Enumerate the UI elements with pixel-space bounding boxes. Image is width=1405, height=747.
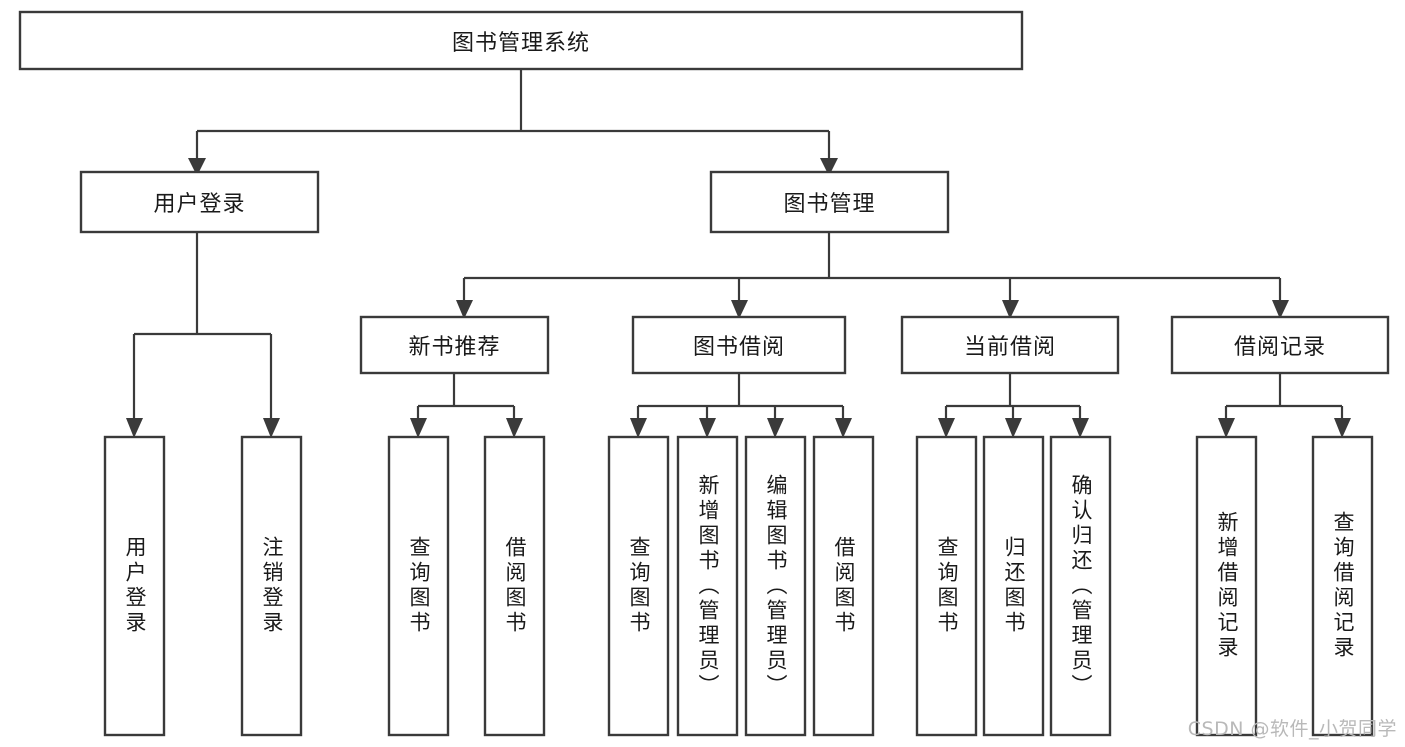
node-box-book-borrow[interactable] bbox=[631, 315, 847, 375]
leaf-box-book-borrow-1[interactable] bbox=[676, 435, 739, 737]
node-box-new-book-recommend[interactable] bbox=[359, 315, 550, 375]
arrowhead-borrowrecord bbox=[1272, 300, 1289, 319]
arrowhead-nb-leaf-2 bbox=[506, 418, 523, 438]
leaf-box-current-borrow-1[interactable] bbox=[982, 435, 1045, 737]
arrowhead-userlogin bbox=[188, 158, 206, 176]
arrowhead-bookmgmt bbox=[820, 158, 838, 176]
arrowhead-bb-leaf-1 bbox=[630, 418, 647, 438]
leaf-box-borrow-record-0[interactable] bbox=[1195, 435, 1258, 737]
leaf-box-current-borrow-2[interactable] bbox=[1049, 435, 1112, 737]
leaf-box-new-book-1[interactable] bbox=[483, 435, 546, 737]
arrowhead-cb-leaf-1 bbox=[938, 418, 955, 438]
arrowhead-cb-leaf-2 bbox=[1005, 418, 1022, 438]
arrowhead-bb-leaf-2 bbox=[699, 418, 716, 438]
connectors-group bbox=[126, 69, 1351, 438]
node-box-book-management[interactable] bbox=[709, 170, 950, 234]
arrowhead-bb-leaf-4 bbox=[835, 418, 852, 438]
leaf-box-current-borrow-0[interactable] bbox=[915, 435, 978, 737]
arrowhead-nb-leaf-1 bbox=[410, 418, 427, 438]
arrowhead-br-leaf-2 bbox=[1334, 418, 1351, 438]
leaf-box-book-borrow-3[interactable] bbox=[812, 435, 875, 737]
node-box-user-login[interactable] bbox=[79, 170, 320, 234]
leaf-box-new-book-0[interactable] bbox=[387, 435, 450, 737]
node-box-borrow-record[interactable] bbox=[1170, 315, 1390, 375]
node-box-current-borrow[interactable] bbox=[900, 315, 1120, 375]
leaf-box-borrow-record-1[interactable] bbox=[1311, 435, 1374, 737]
leaf-box-book-borrow-2[interactable] bbox=[744, 435, 807, 737]
leaf-box-user-login-0[interactable] bbox=[103, 435, 166, 737]
arrowhead-leaf-user-login bbox=[126, 418, 143, 438]
arrowhead-bb-leaf-3 bbox=[767, 418, 784, 438]
node-box-root[interactable] bbox=[18, 10, 1024, 71]
boxes-group bbox=[18, 10, 1390, 737]
leaf-box-user-login-1[interactable] bbox=[240, 435, 303, 737]
arrowhead-cb-leaf-3 bbox=[1072, 418, 1089, 438]
arrowhead-currentborrow bbox=[1002, 300, 1019, 319]
arrowhead-bookborrow bbox=[731, 300, 748, 319]
arrowhead-newbook bbox=[456, 300, 473, 319]
arrowhead-leaf-logout bbox=[263, 418, 280, 438]
leaf-box-book-borrow-0[interactable] bbox=[607, 435, 670, 737]
arrowhead-br-leaf-1 bbox=[1218, 418, 1235, 438]
